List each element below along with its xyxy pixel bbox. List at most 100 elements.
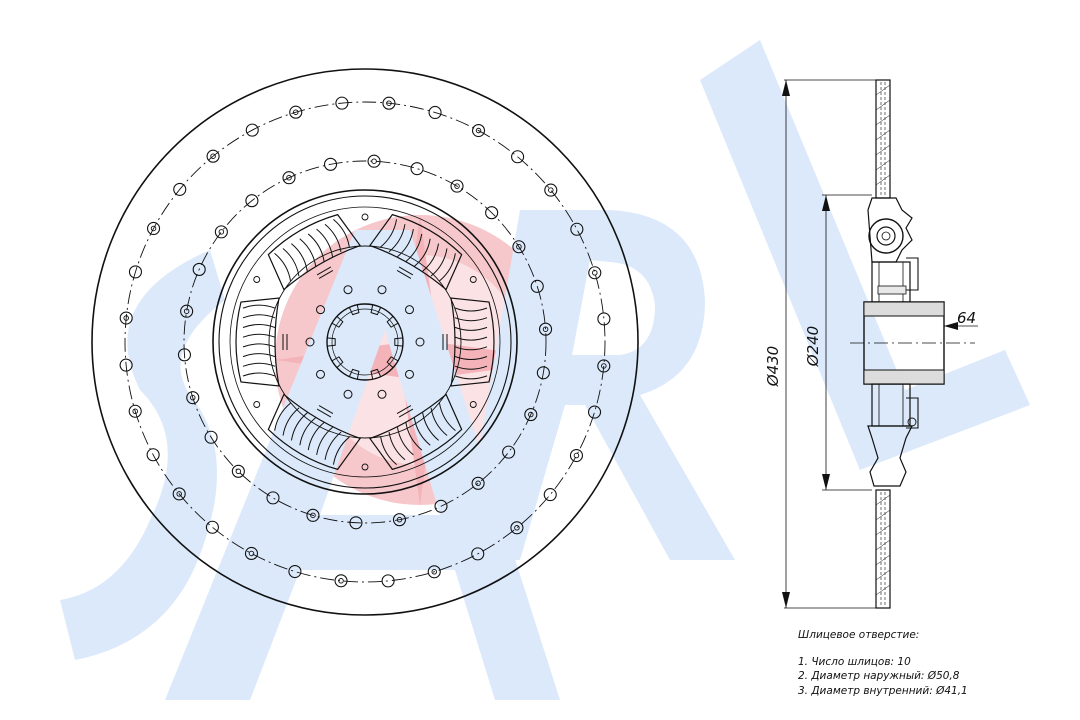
hub-hole: [404, 369, 414, 379]
rivet-outer: [544, 183, 558, 197]
rivet-outer: [510, 521, 524, 535]
spline-teeth: [327, 304, 403, 380]
rivet-outer: [128, 404, 142, 418]
lining-hatching: [875, 84, 891, 596]
dimension-hub-width: 64: [957, 309, 976, 327]
hub-plate-stack: [871, 261, 911, 303]
front-view: [91, 68, 639, 616]
spline-tooth: [327, 337, 336, 347]
hub-hole: [404, 305, 414, 315]
notes-title: Шлицевое отверстие:: [798, 629, 920, 641]
rivet-outer: [588, 266, 602, 280]
rivet-inner: [392, 513, 407, 527]
bolt-circle-inner: [183, 160, 547, 524]
bolt-circle-outer: [124, 101, 606, 583]
rivet-inner: [367, 154, 381, 168]
rivet-outer: [569, 448, 584, 463]
hub-bore-chamfer: [331, 308, 399, 376]
hub-hole: [316, 369, 326, 379]
rivet-inner: [245, 194, 259, 208]
damper-spring: [368, 393, 463, 471]
rivet-outer: [471, 547, 485, 561]
rivet-outer: [288, 564, 302, 579]
rivet-outer: [597, 359, 611, 373]
rivet-outer: [173, 182, 187, 196]
rivet-inner: [450, 179, 464, 193]
rivet-outer: [382, 96, 396, 110]
rivets-outer: [119, 96, 611, 588]
rivet-outer: [570, 222, 584, 236]
rivets-inner: [177, 154, 553, 530]
rivet-outer: [146, 221, 161, 236]
rivet-inner: [538, 322, 553, 336]
rivet-outer: [205, 520, 219, 534]
rivet-inner: [306, 508, 320, 522]
rivet-inner: [524, 408, 538, 422]
rivet-outer: [334, 574, 348, 588]
damper-housing-lower: [867, 425, 913, 487]
hub-pin: [361, 213, 369, 221]
rivet-inner: [410, 162, 424, 176]
note-outer-diameter: 2. Диаметр наружный: Ø50,8: [798, 670, 960, 682]
dimension-outer-diameter: Ø430: [764, 346, 782, 387]
spline-tooth: [348, 304, 360, 316]
disc-outer-edge: [91, 68, 639, 616]
damper-spring: [235, 297, 288, 387]
rivet-outer: [597, 312, 611, 326]
rivet-inner: [349, 516, 363, 530]
rivet-outer: [172, 487, 186, 501]
spline-tooth: [331, 316, 344, 328]
rivet-outer: [146, 448, 160, 462]
hub-plate-inner: [229, 206, 501, 478]
damper-spring: [442, 297, 495, 387]
side-view: [782, 79, 978, 609]
damper-springs: [235, 213, 495, 471]
dimension-hub-diameter: Ø240: [804, 326, 822, 367]
rivet-inner: [282, 171, 296, 185]
rivet-inner: [471, 476, 485, 490]
spline-notes: Шлицевое отверстие: 1. Число шлицов: 10 …: [798, 628, 1068, 698]
hub-holes: [253, 213, 477, 471]
damper-spring: [267, 393, 362, 471]
note-inner-diameter: 3. Диаметр внутренний: Ø41,1: [798, 684, 968, 697]
rivet-outer: [427, 565, 441, 579]
hub-hole: [316, 305, 326, 315]
rivet-outer: [244, 546, 259, 561]
rivet-inner: [434, 499, 448, 513]
rivet-inner: [180, 304, 194, 318]
rivet-outer: [289, 105, 303, 119]
damper-pin-inner: [876, 226, 896, 246]
hub-plate-ring: [218, 195, 512, 489]
rivet-outer: [511, 150, 525, 164]
rivet-inner: [231, 464, 245, 478]
damper-spring: [368, 213, 463, 291]
rivet-inner: [266, 491, 280, 505]
rivet-outer: [206, 149, 220, 163]
watermark: [60, 40, 1030, 700]
spline-tooth: [348, 368, 360, 380]
rivet-outer: [428, 105, 442, 120]
hub-hole: [343, 389, 353, 399]
spline-tooth: [386, 356, 399, 368]
hub-pin: [253, 401, 261, 408]
rivet-inner: [530, 279, 544, 293]
spline-tooth: [386, 316, 399, 328]
rivet-inner: [204, 430, 218, 444]
hub-pin: [253, 276, 261, 283]
rivet-inner: [512, 240, 526, 254]
hub-hole: [343, 285, 353, 295]
rivet-outer: [119, 311, 133, 325]
friction-lining-lower: [875, 489, 891, 609]
damper-spring: [267, 213, 362, 291]
rivet-inner: [536, 366, 550, 380]
hub-hole: [377, 285, 387, 295]
spline-tooth: [370, 304, 382, 316]
hub-pin: [469, 401, 477, 408]
hub-flange: [268, 245, 462, 439]
note-spline-count: 1. Число шлицов: 10: [798, 655, 911, 668]
rivet-outer: [119, 358, 133, 372]
spline-tooth: [394, 337, 403, 347]
damper-pin-outer: [868, 218, 904, 254]
rivet-inner: [192, 262, 206, 276]
